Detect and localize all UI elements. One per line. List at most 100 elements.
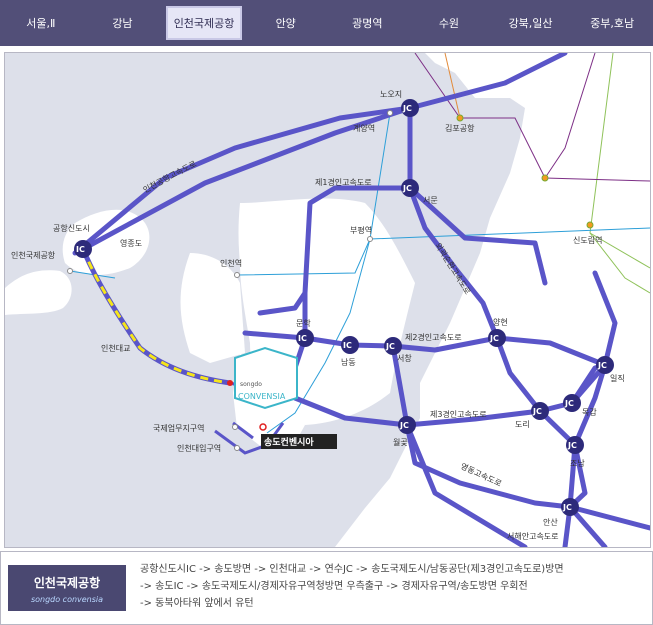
purple-station-marker (541, 174, 549, 182)
svg-text:목감: 목감 (582, 407, 597, 417)
tab-gwangmyeong[interactable]: 광명역 (352, 17, 383, 30)
iljik-jc: JC (596, 356, 614, 374)
orange-rail-line (444, 53, 461, 119)
airport-expressway (80, 53, 568, 252)
svg-text:제3경인고속도로: 제3경인고속도로 (430, 409, 487, 419)
incheon-bridge-route (81, 248, 231, 385)
svg-text:JC: JC (489, 334, 499, 343)
svg-text:외곽순환고속도로: 외곽순환고속도로 (433, 241, 473, 296)
sindorim-marker (586, 221, 594, 229)
ansan-jc: JC (561, 498, 579, 516)
bridge-end-marker (227, 380, 233, 386)
route-badge-title: 인천국제공항 (33, 576, 101, 590)
svg-text:서해안고속도로: 서해안고속도로 (507, 531, 559, 541)
svg-text:JC: JC (564, 399, 574, 408)
land-mass (5, 53, 650, 547)
iljik-road (567, 362, 608, 510)
route-text: 공항신도시IC -> 송도방면 -> 인천대교 -> 연수JC -> 송도국제도… (140, 561, 640, 612)
svg-text:JC: JC (385, 342, 395, 351)
route-line-2: -> 송도IC -> 송도국제도시/경제자유구역청방면 우측출구 -> 경제자유… (140, 581, 528, 592)
purple-rail-line-2 (544, 53, 596, 179)
svg-text:일직: 일직 (610, 373, 625, 383)
svg-text:계양역: 계양역 (353, 123, 375, 133)
svg-text:JC: JC (562, 503, 572, 512)
svg-text:JC: JC (567, 441, 577, 450)
expressways (72, 53, 650, 547)
yeongdong-road (404, 422, 650, 531)
venue-marker (259, 423, 267, 431)
interchange-markers: IC IC IC JC JC JC JC JC JC JC JC JC JC (74, 99, 614, 516)
svg-text:제2경인고속도로: 제2경인고속도로 (405, 332, 462, 342)
svg-text:JC: JC (399, 421, 409, 430)
svg-text:월곶: 월곶 (393, 437, 408, 447)
incheon-station-marker (234, 272, 240, 278)
route-badge-sub: songdo convensia (30, 595, 104, 604)
free-zone-marker (232, 424, 238, 430)
svg-text:JC: JC (532, 407, 542, 416)
svg-text:노오지: 노오지 (380, 90, 402, 99)
nojiji-jc: JC (401, 99, 419, 117)
station-markers (67, 110, 594, 451)
green-rail-line-2 (589, 232, 650, 294)
svg-text:CONVENSIA: CONVENSIA (238, 392, 286, 401)
namdong-ic: IC (341, 336, 359, 354)
route-line-3: -> 동북아타워 앞에서 유턴 (140, 598, 254, 609)
songdo-convensia-logo: songdo CONVENSIA (234, 346, 298, 410)
dori-jc: JC (531, 402, 549, 420)
airport-station-marker (67, 268, 73, 274)
svg-text:공항신도시: 공항신도시 (53, 224, 90, 233)
svg-text:제1경인고속도로: 제1경인고속도로 (315, 177, 372, 187)
svg-text:songdo: songdo (240, 381, 262, 388)
tab-suwon[interactable]: 수원 (438, 17, 460, 30)
svg-text:인천역: 인천역 (220, 258, 242, 268)
svg-text:김포공항: 김포공항 (445, 123, 475, 133)
metro-line-4 (369, 112, 391, 240)
svg-text:IC: IC (298, 334, 307, 343)
northsouth-road (407, 105, 500, 341)
svg-text:남동: 남동 (341, 358, 356, 367)
tab-gangbuk-ilsan[interactable]: 강북,일산 (508, 17, 553, 30)
svg-text:서문: 서문 (423, 196, 438, 205)
wolgot-jc: JC (398, 416, 416, 434)
outer-ring-road (407, 185, 548, 286)
tab-incheon-airport[interactable]: 인천국제공항 (163, 0, 245, 46)
svg-text:JC: JC (402, 184, 412, 193)
route-badge: 인천국제공항 songdo convensia (8, 565, 126, 611)
svg-text:서창: 서창 (397, 354, 412, 363)
yanghyeon-jc: JC (488, 329, 506, 347)
gyeyang-marker (387, 110, 393, 116)
metro-line-2 (236, 227, 650, 276)
svg-text:송도컨벤시아: 송도컨벤시아 (264, 436, 314, 448)
svg-text:조남: 조남 (570, 459, 585, 468)
metro-line-3 (266, 238, 371, 434)
airport-expressway-2 (72, 105, 413, 256)
svg-text:신도림역: 신도림역 (573, 235, 602, 245)
tab-jungbu-honam[interactable]: 중부,호남 (590, 17, 635, 30)
route-directions: 인천국제공항 songdo convensia 공항신도시IC -> 송도방면 … (0, 551, 653, 625)
jonam-jc: JC (566, 436, 584, 454)
svg-text:국제업무지구역: 국제업무지구역 (153, 423, 205, 433)
airport-city-ic: IC (74, 240, 92, 258)
west-coast-road (390, 343, 528, 547)
seochang-jc: JC (384, 337, 402, 355)
mokgam-jc: JC (563, 394, 581, 412)
svg-text:영종도: 영종도 (120, 238, 142, 248)
svg-text:인천대입구역: 인천대입구역 (177, 443, 221, 453)
map-canvas: songdo CONVENSIA 송도컨벤시아 IC IC IC JC JC J… (5, 53, 650, 547)
svg-text:인천국제공항: 인천국제공항 (11, 250, 56, 260)
tab-anyang[interactable]: 안양 (275, 17, 296, 30)
seomun-jc: JC (401, 179, 419, 197)
svg-text:JC: JC (402, 104, 412, 113)
svg-text:JC: JC (597, 361, 607, 370)
route-map: songdo CONVENSIA 송도컨벤시아 IC IC IC JC JC J… (4, 52, 651, 548)
svg-text:인천대교: 인천대교 (101, 343, 130, 353)
svg-text:IC: IC (343, 341, 352, 350)
svg-text:안산: 안산 (543, 517, 558, 527)
tab-seoul[interactable]: 서울,Ⅱ (26, 17, 56, 30)
svg-text:양현: 양현 (493, 318, 508, 327)
gyeongin1-road (257, 185, 413, 316)
gimpo-airport-marker (456, 114, 464, 122)
svg-text:IC: IC (76, 245, 85, 254)
tab-gangnam[interactable]: 강남 (112, 17, 133, 30)
svg-text:부평역: 부평역 (350, 225, 372, 235)
